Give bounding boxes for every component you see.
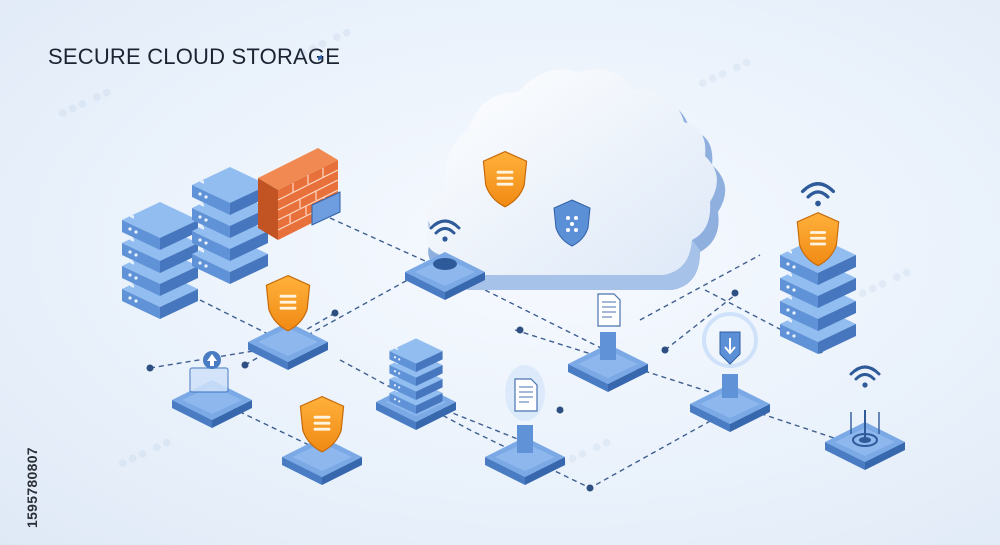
document-icon	[514, 378, 538, 412]
shield-tile-upper	[248, 275, 328, 370]
server-rack-right-icon	[780, 182, 856, 354]
svg-text:●●● ●●: ●●● ●●	[113, 430, 175, 473]
shield-icon	[265, 275, 311, 332]
upload-icon	[207, 354, 217, 366]
svg-text:●●● ●●: ●●● ●●	[53, 80, 115, 123]
connection-nodes	[146, 236, 824, 492]
svg-text:●●● ●●: ●●● ●●	[293, 20, 355, 63]
shield-tile-lower	[282, 396, 362, 485]
wifi-tile	[405, 219, 485, 300]
svg-text:●●● ●●: ●●● ●●	[693, 50, 755, 93]
diagram-title: SECURE CLOUD STORAGE	[48, 44, 341, 69]
svg-text:●●● ●●: ●●● ●●	[553, 430, 615, 473]
server-rack-mid-icon	[192, 167, 268, 284]
upload-tile	[172, 351, 252, 428]
server-stack-icon	[389, 338, 443, 414]
wifi-icon	[800, 182, 836, 209]
document-icon	[597, 293, 621, 327]
svg-text:●●● ●●: ●●● ●●	[853, 260, 915, 303]
cloud-icon	[426, 69, 726, 290]
cloud-shield-blue-icon	[553, 199, 591, 247]
download-icon	[724, 338, 736, 355]
antenna-icon	[849, 365, 881, 390]
brick-wall-icon	[258, 54, 341, 240]
server-rack-left-icon	[122, 202, 198, 319]
document-tile-left	[485, 365, 565, 485]
document-tile-right	[568, 293, 648, 392]
download-tile	[690, 312, 770, 432]
antenna-tile	[825, 365, 905, 470]
